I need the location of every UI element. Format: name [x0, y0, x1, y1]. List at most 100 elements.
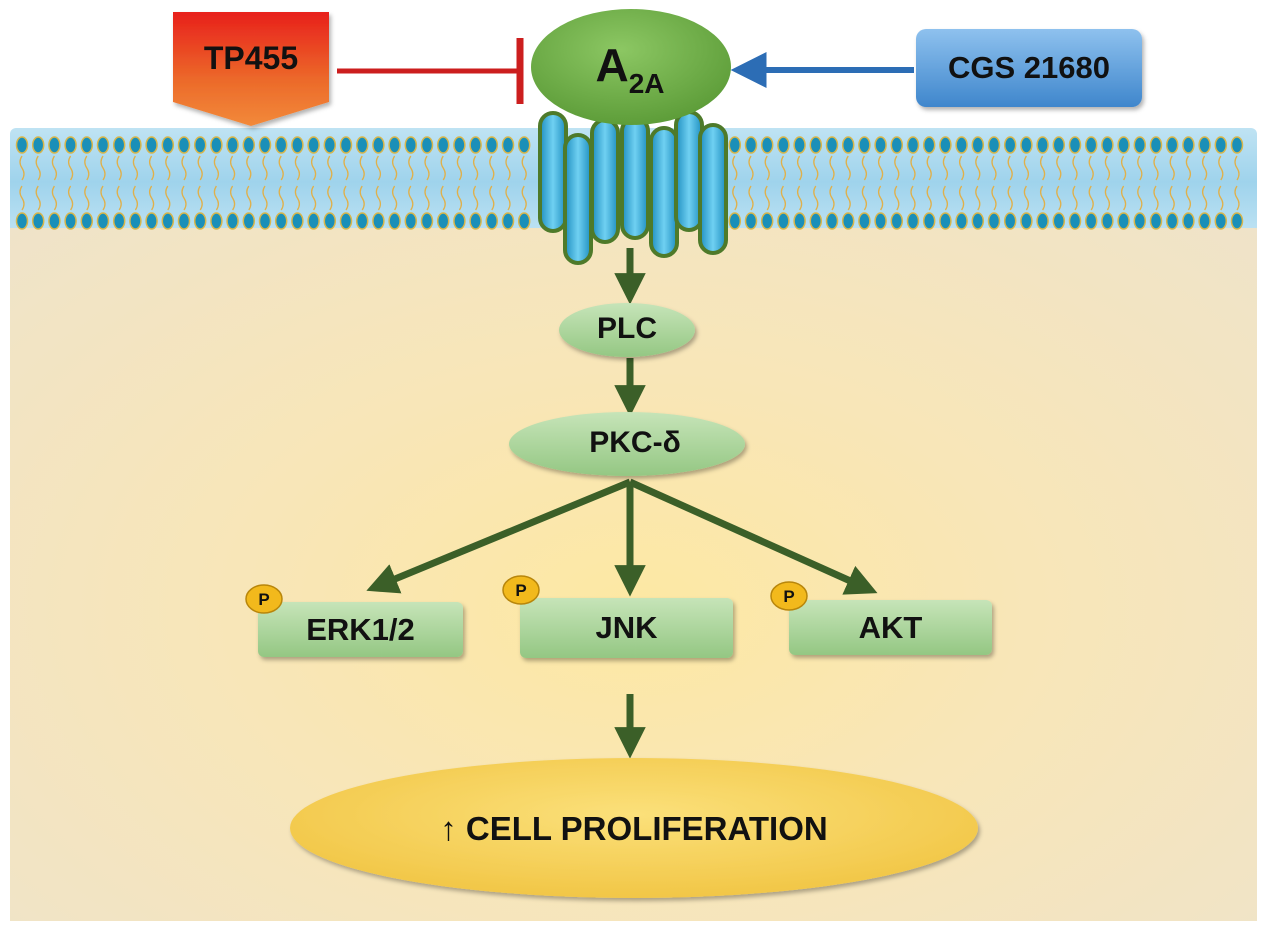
lipid-tail [1007, 185, 1013, 211]
lipid-tail [181, 155, 187, 181]
lipid-head [517, 136, 531, 154]
lipid-head [161, 136, 175, 154]
tp455-shape [173, 12, 329, 126]
lipid-tail [1039, 185, 1046, 211]
lipid-head [809, 212, 823, 230]
lipid-head [177, 136, 191, 154]
lipid-head [274, 136, 288, 154]
lipid-head [922, 136, 936, 154]
lipid-tail [213, 155, 220, 181]
lipid-head [1214, 212, 1228, 230]
lipid-head [193, 212, 207, 230]
lipid-tail [732, 155, 738, 181]
lipid-head [760, 212, 774, 230]
lipid-tail [748, 185, 754, 211]
a2a-label: A2A [560, 40, 700, 109]
lipid-head [1036, 136, 1049, 154]
lipid-head [1101, 136, 1114, 154]
lipid-tail [975, 155, 981, 181]
lipid-tail [375, 185, 382, 211]
lipid-tail [67, 155, 74, 181]
lipid-tail [35, 155, 41, 181]
lipid-head [436, 136, 450, 154]
lipid-head [485, 212, 499, 230]
lipid-tail [100, 185, 106, 211]
lipid-tail [861, 155, 868, 181]
lipid-head [129, 212, 142, 230]
lipid-tail [84, 155, 90, 181]
lipid-head [1133, 136, 1147, 154]
lipid-head [372, 136, 385, 154]
jnk-box [520, 598, 733, 658]
lipid-head [404, 136, 418, 154]
lipid-head [388, 136, 401, 154]
lipid-tail [926, 155, 932, 181]
lipid-tail [456, 185, 463, 211]
lipid-head [1214, 136, 1228, 154]
lipid-tail [1153, 185, 1159, 211]
lipid-head [1020, 136, 1033, 154]
lipid-tail [1088, 185, 1094, 211]
cgs-label: CGS 21680 [948, 50, 1110, 85]
lipid-head [307, 136, 320, 154]
lipid-head [1198, 136, 1211, 154]
lipid-head [1003, 136, 1017, 154]
lipid-tail [845, 155, 851, 181]
lipid-tail [67, 185, 74, 211]
lipid-tail [310, 185, 317, 211]
lipid-head [1020, 212, 1033, 230]
lipid-head [1117, 212, 1130, 230]
lipid-tail [246, 185, 252, 211]
lipid-tail [51, 185, 58, 211]
lipid-head [777, 136, 790, 154]
lipid-head [31, 136, 45, 154]
lipid-tail [391, 155, 398, 181]
lipid-head [177, 212, 191, 230]
lipid-head [469, 136, 482, 154]
lipid-head [453, 212, 466, 230]
lipid-tail [440, 155, 446, 181]
lipid-tail [359, 185, 365, 211]
lipid-bilayer [15, 136, 1244, 230]
tp455-label: TP455 [203, 40, 299, 76]
lipid-tail [1201, 155, 1208, 181]
lipid-head [1149, 212, 1163, 230]
lipid-tail [51, 155, 58, 181]
lipid-tail [375, 155, 382, 181]
pkc-label: PKC-δ [589, 426, 681, 459]
lipid-tail [456, 155, 463, 181]
lipid-tail [1169, 155, 1175, 181]
lipid-head [939, 212, 952, 230]
lipid-tail [521, 155, 527, 181]
lipid-head [728, 212, 742, 230]
lipid-tail [100, 155, 106, 181]
lipid-head [112, 212, 126, 230]
lipid-tail [1234, 155, 1240, 181]
lipid-head [955, 212, 968, 230]
lipid-tail [343, 185, 349, 211]
lipid-head [323, 212, 337, 230]
lipid-head [420, 212, 434, 230]
lipid-tail [505, 185, 511, 211]
lipid-head [372, 212, 385, 230]
lipid-tail [1234, 185, 1240, 211]
lipid-head [1084, 212, 1098, 230]
lipid-tail [1072, 155, 1078, 181]
lipid-tail [796, 185, 803, 211]
lipid-tail [845, 185, 851, 211]
akt-box [789, 600, 992, 655]
lipid-tail [1137, 155, 1143, 181]
lipid-tail [813, 155, 819, 181]
lipid-head [453, 136, 466, 154]
lipid-tail [391, 185, 398, 211]
lipid-head [825, 136, 839, 154]
lipid-tail [1072, 185, 1078, 211]
lipid-tail [424, 155, 430, 181]
lipid-tail [1104, 185, 1111, 211]
lipid-tail [894, 185, 900, 211]
lipid-head [388, 212, 401, 230]
lipid-head [1230, 212, 1244, 230]
lipid-tail [958, 185, 965, 211]
outcome-ellipse [290, 758, 978, 898]
